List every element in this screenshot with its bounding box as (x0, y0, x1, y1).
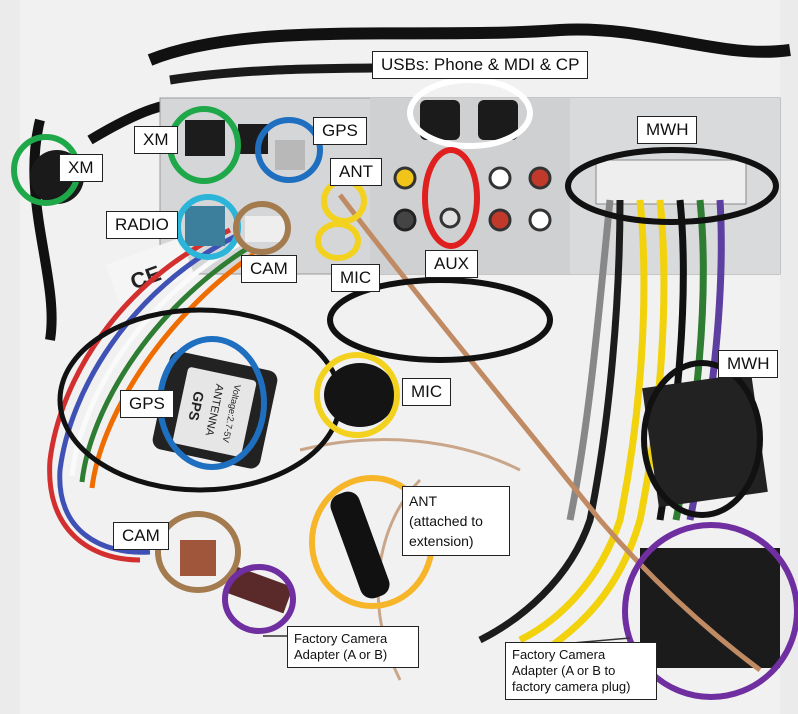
gps-port-callout: GPS (313, 117, 367, 145)
usbs-callout: USBs: Phone & MDI & CP (372, 51, 589, 79)
radio-callout: RADIO (106, 211, 178, 239)
mwh-top-callout: MWH (637, 116, 698, 144)
cam-cable-callout: CAM (113, 522, 169, 550)
xm-plug-callout: XM (59, 154, 103, 182)
gps-antenna-name: GPS (186, 390, 208, 422)
factory-camera-adapter-b-callout: Factory Camera Adapter (A or B to factor… (505, 642, 657, 700)
ant-port-callout: ANT (330, 158, 382, 186)
xm-port-callout: XM (134, 126, 178, 154)
factory-camera-adapter-a-callout: Factory Camera Adapter (A or B) (287, 626, 419, 668)
mic-port-callout: MIC (331, 264, 381, 292)
ant-antenna-callout: ANT (attached to extension) (402, 486, 510, 556)
mic-callout: MIC (402, 378, 452, 406)
cam-port-callout: CAM (241, 255, 297, 283)
aux-callout: AUX (425, 250, 478, 278)
mwh-side-callout: MWH (718, 350, 779, 378)
gps-antenna-callout: GPS (120, 390, 174, 418)
